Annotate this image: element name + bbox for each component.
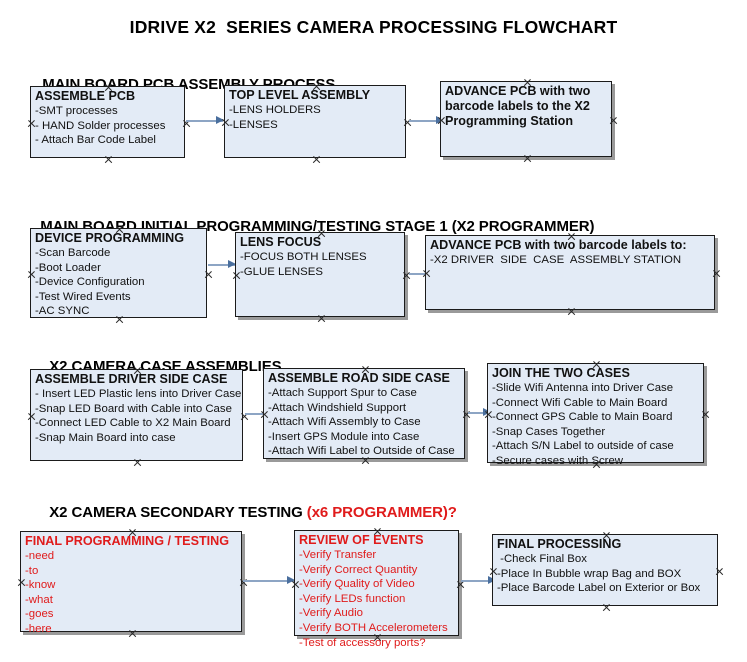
selection-handle-bottom[interactable] — [567, 307, 576, 316]
flow-box-final-processing[interactable]: FINAL PROCESSING -Check Final Box -Place… — [492, 534, 718, 606]
box-line: -GLUE LENSES — [240, 265, 323, 278]
box-line-overflow: -Test of accessory ports? — [299, 636, 426, 649]
connector-arrow-4a — [243, 576, 295, 585]
flow-box-review-of-events[interactable]: REVIEW OF EVENTS -Verify Transfer -Verif… — [294, 530, 459, 649]
box-title: ADVANCE PCB with two barcode labels to: — [430, 238, 687, 252]
box-line: -Verify Correct Quantity — [299, 563, 418, 576]
box-line: -Attach Wifi Assembly to Case — [268, 416, 421, 429]
box-line: -SMT processes — [35, 105, 118, 117]
box-line: -LENS HOLDERS — [229, 104, 321, 116]
box-line: -to — [25, 564, 39, 577]
section-heading-4: X2 CAMERA SECONDARY TESTING (x6 PROGRAMM… — [33, 487, 457, 538]
flow-box-advance-pcb-programming-station[interactable]: ADVANCE PCB with two barcode labels to t… — [440, 81, 612, 157]
box-line: -Test Wired Events — [35, 290, 131, 303]
selection-handle-right[interactable] — [715, 567, 724, 576]
selection-handle-right[interactable] — [402, 271, 411, 280]
connector-arrow-1a — [186, 116, 224, 125]
box-line: -Attach Windshield Support — [268, 401, 407, 414]
box-line: - Attach Bar Code Label — [35, 134, 156, 147]
section-heading-4-text: X2 CAMERA SECONDARY TESTING — [49, 504, 307, 521]
box-title: ASSEMBLE PCB — [35, 89, 136, 103]
flow-box-assemble-pcb[interactable]: ASSEMBLE PCB -SMT processes - HAND Solde… — [30, 86, 185, 158]
box-line: -Insert GPS Module into Case — [268, 430, 420, 443]
box-line: -Snap Main Board into case — [35, 431, 176, 444]
box-line: - Insert LED Plastic lens into Driver Ca… — [35, 388, 242, 400]
selection-handle-right[interactable] — [239, 578, 248, 587]
box-title: ASSEMBLE ROAD SIDE CASE — [268, 371, 450, 385]
box-line: -Secure cases with Screw — [492, 454, 624, 467]
box-line: -Snap Cases Together — [492, 425, 606, 438]
connector-arrow-4b — [461, 576, 496, 585]
box-line: -Connect GPS Cable to Main Board — [492, 411, 673, 424]
selection-handle-right[interactable] — [712, 269, 721, 278]
box-title: TOP LEVEL ASSEMBLY — [229, 88, 371, 102]
box-line: -Verify LEDs function — [299, 592, 406, 605]
box-title: REVIEW OF EVENTS — [299, 533, 424, 547]
box-line: -here — [25, 622, 52, 635]
box-title: ADVANCE PCB with two barcode labels to t… — [445, 84, 591, 128]
box-line: -goes — [25, 608, 54, 621]
selection-handle-bottom[interactable] — [317, 314, 326, 323]
box-line: -Scan Barcode — [35, 247, 111, 259]
box-line: -FOCUS BOTH LENSES — [240, 251, 367, 263]
box-line: -AC SYNC — [35, 305, 90, 318]
box-line: -Connect LED Cable to X2 Main Board — [35, 417, 231, 430]
box-line: -Verify Quality of Video — [299, 578, 415, 591]
box-line: -Verify Transfer — [299, 549, 377, 561]
box-line: -Place In Bubble wrap Bag and BOX — [497, 567, 682, 580]
box-line: -what — [25, 593, 53, 606]
flow-box-final-programming-testing[interactable]: FINAL PROGRAMMING / TESTING -need -to -k… — [20, 531, 242, 635]
selection-handle-right[interactable] — [609, 116, 618, 125]
box-title: ASSEMBLE DRIVER SIDE CASE — [35, 372, 228, 386]
box-line: -Place Barcode Label on Exterior or Box — [497, 582, 701, 595]
selection-handle-right[interactable] — [701, 410, 710, 419]
box-line: -know — [25, 579, 56, 592]
box-line: -need — [25, 550, 55, 562]
selection-handle-bottom[interactable] — [523, 154, 532, 163]
box-title: DEVICE PROGRAMMING — [35, 231, 185, 245]
box-title: FINAL PROGRAMMING / TESTING — [25, 534, 230, 548]
box-line: -Verify Audio — [299, 607, 363, 620]
selection-handle-right[interactable] — [462, 410, 471, 419]
selection-handle-bottom[interactable] — [312, 155, 321, 164]
flow-box-advance-pcb-driver-side-station[interactable]: ADVANCE PCB with two barcode labels to: … — [425, 235, 715, 310]
connector-arrow-2a — [208, 260, 236, 269]
box-line: -X2 DRIVER SIDE CASE ASSEMBLY STATION — [430, 254, 682, 266]
box-line: -Attach Support Spur to Case — [268, 387, 417, 399]
flow-box-assemble-driver-side-case[interactable]: ASSEMBLE DRIVER SIDE CASE - Insert LED P… — [30, 369, 243, 461]
selection-handle-right[interactable] — [403, 118, 412, 127]
page-title: IDRIVE X2 SERIES CAMERA PROCESSING FLOWC… — [129, 17, 618, 37]
box-line: -Boot Loader — [35, 261, 101, 274]
section-heading-4-accent: (x6 PROGRAMMER)? — [306, 504, 457, 521]
box-title: JOIN THE TWO CASES — [492, 366, 630, 380]
selection-handle-bottom[interactable] — [104, 155, 113, 164]
box-line: -Device Configuration — [35, 276, 145, 289]
flow-box-assemble-road-side-case[interactable]: ASSEMBLE ROAD SIDE CASE -Attach Support … — [263, 368, 465, 459]
box-line: -Snap LED Board with Cable into Case — [35, 402, 232, 415]
flow-box-top-level-assembly[interactable]: TOP LEVEL ASSEMBLY -LENS HOLDERS -LENSES — [224, 85, 406, 158]
connector-arrow-1b — [409, 116, 444, 125]
selection-handle-bottom[interactable] — [133, 458, 142, 467]
box-line: -Attach S/N Label to outside of case — [492, 440, 674, 453]
selection-handle-bottom[interactable] — [602, 603, 611, 612]
flow-box-device-programming[interactable]: DEVICE PROGRAMMING -Scan Barcode -Boot L… — [30, 228, 207, 318]
box-line: -Connect Wifi Cable to Main Board — [492, 396, 668, 409]
box-line: -LENSES — [229, 118, 278, 131]
box-line: -Verify BOTH Accelerometers — [299, 621, 448, 634]
flow-box-lens-focus[interactable]: LENS FOCUS -FOCUS BOTH LENSES -GLUE LENS… — [235, 232, 405, 317]
box-line: -Slide Wifi Antenna into Driver Case — [492, 382, 674, 394]
flow-box-join-the-two-cases[interactable]: JOIN THE TWO CASES -Slide Wifi Antenna i… — [487, 363, 704, 467]
box-title: FINAL PROCESSING — [497, 537, 622, 551]
box-title: LENS FOCUS — [240, 235, 322, 249]
box-line: -Attach Wifi Label to Outside of Case — [268, 445, 455, 458]
box-line: -Check Final Box — [497, 553, 587, 565]
box-line: - HAND Solder processes — [35, 119, 166, 132]
selection-handle-right[interactable] — [204, 270, 213, 279]
